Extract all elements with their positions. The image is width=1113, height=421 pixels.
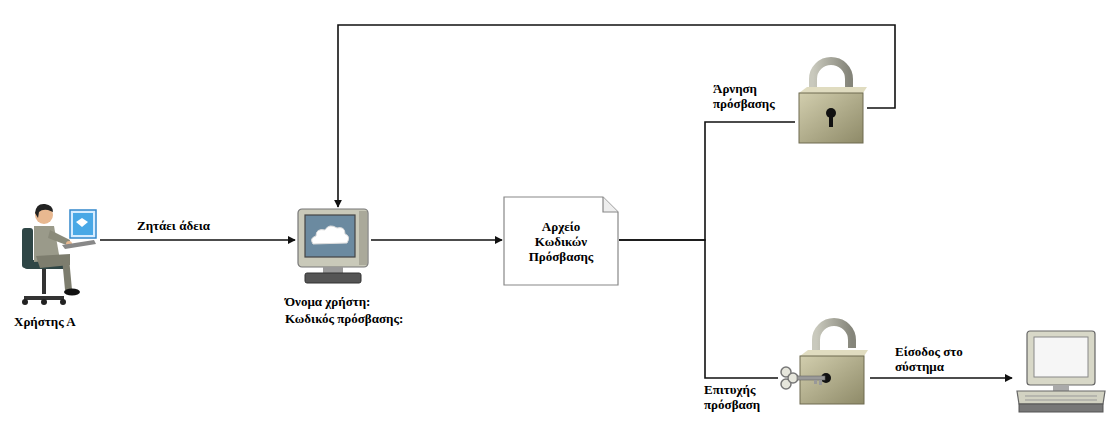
edge-label: Είσοδος στο σύστημα — [893, 344, 989, 374]
user-figure: Χρήστης Α — [12, 198, 97, 310]
node-label: Άρνηση πρόσβασης — [713, 81, 783, 111]
desktop-computer — [1015, 330, 1107, 414]
node-label: Επιτυχής πρόσβαση — [704, 382, 770, 412]
connector-arrow — [338, 25, 895, 207]
user-figure-icon — [12, 198, 97, 310]
locked-padlock: Άρνηση πρόσβασης — [795, 55, 867, 145]
locked-padlock-icon — [795, 55, 867, 145]
connector-arrow — [371, 239, 502, 241]
desktop-computer-icon — [1015, 330, 1107, 414]
connector-arrow — [619, 240, 778, 378]
connector-arrow — [870, 377, 1012, 379]
login-terminal-icon — [297, 208, 369, 284]
password-file: Αρχείο Κωδικών Πρόσβασης — [503, 196, 619, 286]
node-label: Αρχείο Κωδικών Πρόσβασης — [520, 219, 602, 264]
connector-arrow — [619, 122, 795, 240]
node-label: Όνομα χρήστη: — [285, 294, 370, 309]
login-terminal: Όνομα χρήστη:Κωδικός πρόσβασης: — [297, 208, 369, 284]
edge-label: Ζητάει άδεια — [135, 218, 212, 233]
node-label: Χρήστης Α — [14, 314, 76, 329]
unlocked-padlock: Επιτυχής πρόσβαση — [778, 318, 868, 406]
unlocked-padlock-icon — [778, 318, 868, 406]
node-label: Κωδικός πρόσβασης: — [285, 311, 403, 326]
connector-arrow — [100, 239, 295, 241]
